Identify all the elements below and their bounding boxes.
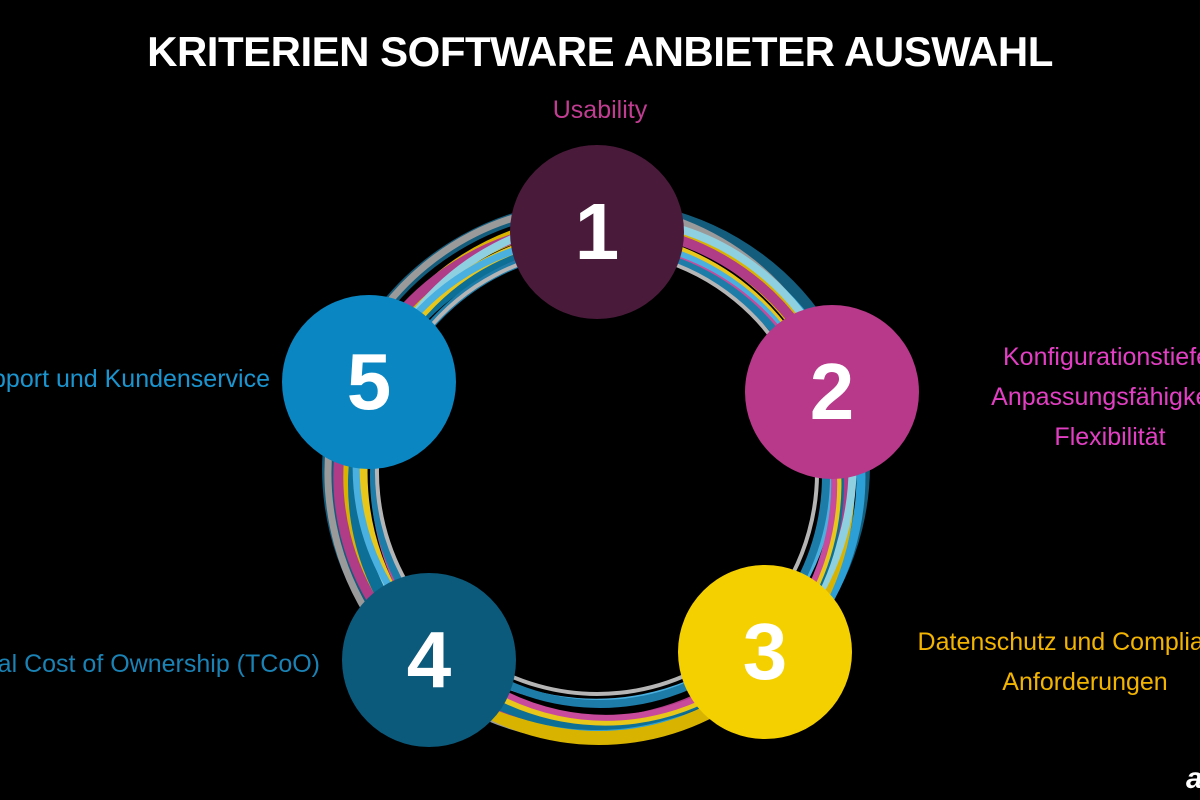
node-3-number: 3 bbox=[742, 607, 788, 696]
node-5: 5 bbox=[282, 295, 456, 469]
label-konfiguration-line-2: Anpassungsfähigkeit, bbox=[991, 383, 1200, 411]
label-datenschutz-line-2: Anforderungen bbox=[1002, 668, 1168, 696]
label-konfiguration: Konfigurationstiefe, Anpassungsfähigkeit… bbox=[945, 337, 1200, 457]
label-usability: Usability bbox=[552, 96, 648, 124]
node-4-number: 4 bbox=[406, 615, 452, 704]
label-tcoo: Total Cost of Ownership (TCoO) bbox=[0, 650, 320, 678]
label-konfiguration-line-3: Flexibilität bbox=[1054, 423, 1166, 451]
node-2: 2 bbox=[745, 305, 919, 479]
node-5-number: 5 bbox=[346, 337, 392, 426]
page-title: KRITERIEN SOFTWARE ANBIETER AUSWAHL bbox=[147, 28, 1053, 75]
node-1: 1 bbox=[510, 145, 684, 319]
node-2-number: 2 bbox=[809, 347, 855, 436]
label-datenschutz: Datenschutz und Compliance- Anforderunge… bbox=[870, 622, 1200, 702]
label-support: Support und Kundenservice bbox=[0, 365, 270, 393]
node-3: 3 bbox=[678, 565, 852, 739]
brand-logo: a bbox=[1186, 762, 1200, 796]
label-datenschutz-line-1: Datenschutz und Compliance- bbox=[917, 628, 1200, 656]
node-1-number: 1 bbox=[574, 187, 620, 276]
label-konfiguration-line-1: Konfigurationstiefe, bbox=[1002, 343, 1200, 371]
node-4: 4 bbox=[342, 573, 516, 747]
